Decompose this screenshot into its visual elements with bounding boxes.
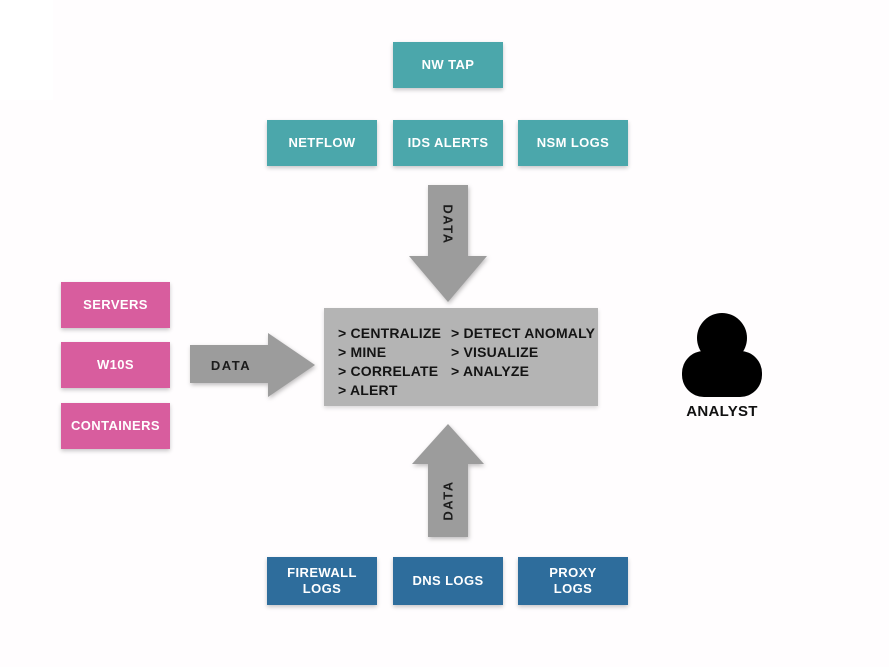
node-servers: SERVERS	[61, 282, 170, 328]
arrow-up-icon	[412, 424, 484, 537]
node-nsm-logs: NSM LOGS	[518, 120, 628, 166]
node-label: SERVERS	[83, 296, 148, 312]
node-containers: CONTAINERS	[61, 403, 170, 449]
node-label: NETFLOW	[288, 134, 356, 150]
process-column-2: > DETECT ANOMALY > VISUALIZE > ANALYZE	[451, 324, 595, 381]
node-label-line: LOGS	[553, 581, 593, 596]
node-firewall-logs: FIREWALL LOGS	[267, 557, 377, 605]
node-nw-tap: NW TAP	[393, 42, 503, 88]
data-flow-arrow-right: DATA	[190, 333, 315, 397]
process-step: > VISUALIZE	[451, 344, 539, 360]
process-step: > CENTRALIZE	[338, 325, 442, 341]
node-label: NW TAP	[421, 56, 475, 72]
process-step: > ALERT	[338, 382, 398, 398]
node-label: PROXY LOGS	[549, 565, 597, 598]
background-highlight-artifact	[0, 0, 53, 100]
process-step: > MINE	[338, 344, 387, 360]
node-label: IDS ALERTS	[407, 134, 489, 150]
node-label-line: FIREWALL	[287, 564, 357, 580]
node-label: FIREWALL LOGS	[287, 565, 357, 598]
data-flow-arrow-down: DATA	[409, 185, 487, 302]
process-column-1: > CENTRALIZE > MINE > CORRELATE > ALERT	[338, 324, 441, 400]
process-box: > CENTRALIZE > MINE > CORRELATE > ALERT …	[324, 308, 598, 406]
person-icon	[682, 313, 762, 397]
node-label: W10S	[96, 356, 134, 372]
process-step: > CORRELATE	[338, 363, 439, 379]
arrow-down-icon	[409, 185, 487, 302]
node-proxy-logs: PROXY LOGS	[518, 557, 628, 605]
node-label: DNS LOGS	[412, 572, 484, 588]
process-step: > DETECT ANOMALY	[451, 325, 596, 341]
node-label-line: PROXY	[549, 564, 597, 580]
node-netflow: NETFLOW	[267, 120, 377, 166]
node-label: CONTAINERS	[71, 417, 160, 433]
node-ids-alerts: IDS ALERTS	[393, 120, 503, 166]
data-flow-arrow-up: DATA	[412, 424, 484, 537]
process-step: > ANALYZE	[451, 363, 530, 379]
node-label-line: LOGS	[302, 581, 342, 596]
analyst: ANALYST	[672, 313, 772, 420]
node-w10s: W10S	[61, 342, 170, 388]
arrow-right-icon	[190, 333, 315, 397]
analyst-label: ANALYST	[686, 403, 758, 420]
node-label: NSM LOGS	[536, 134, 610, 150]
node-dns-logs: DNS LOGS	[393, 557, 503, 605]
